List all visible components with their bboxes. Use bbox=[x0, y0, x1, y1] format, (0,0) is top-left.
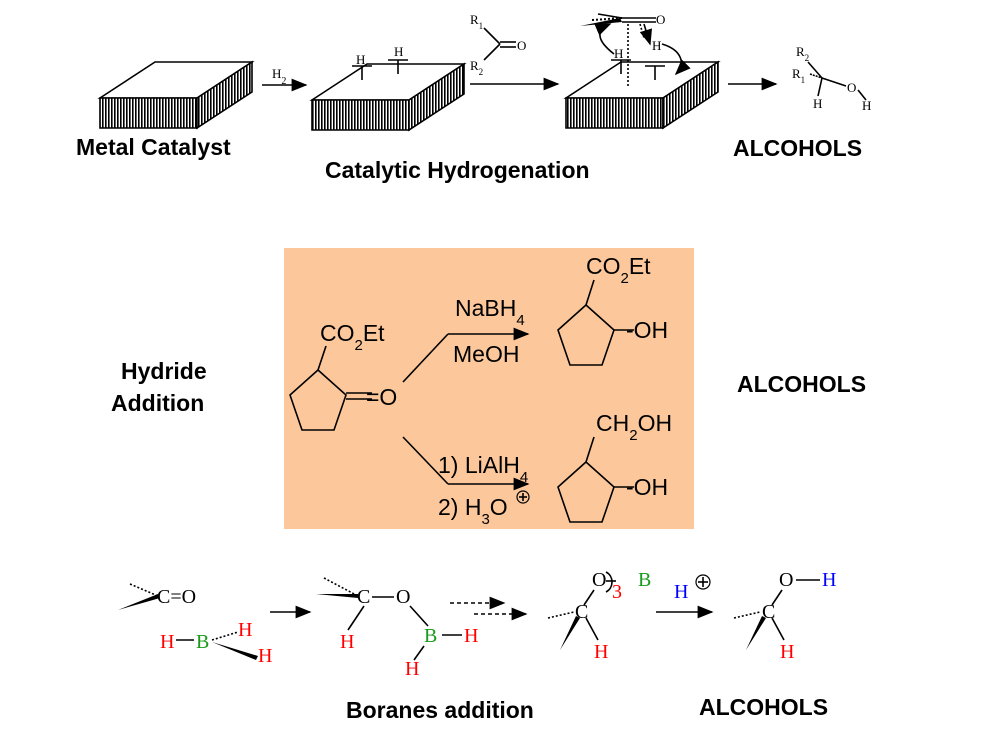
svg-text:O: O bbox=[656, 12, 665, 27]
h2-arrow: H2 bbox=[262, 66, 308, 92]
positive-charge-icon bbox=[516, 490, 530, 504]
hydride-label-line1: Hydride bbox=[121, 358, 207, 384]
svg-text:MeOH: MeOH bbox=[453, 341, 519, 367]
svg-text:R2: R2 bbox=[470, 58, 483, 77]
svg-text:C: C bbox=[762, 601, 775, 623]
svg-text:H: H bbox=[813, 96, 822, 111]
adsorbed-h-2: H bbox=[394, 44, 403, 59]
alkoxyborane-intermediate: C O H B H H bbox=[316, 577, 478, 680]
svg-text:H: H bbox=[405, 658, 419, 680]
keto-ester-substrate: CO2Et =O bbox=[289, 320, 397, 431]
svg-text:2) H3O: 2) H3O bbox=[438, 494, 508, 528]
svg-text:O: O bbox=[779, 569, 793, 591]
svg-text:1) LiAlH4: 1) LiAlH4 bbox=[438, 452, 528, 486]
h2-label: H2 bbox=[272, 66, 286, 87]
svg-text:-OH: -OH bbox=[626, 474, 668, 500]
svg-text:-OH: -OH bbox=[626, 317, 668, 343]
hydride-label-line2: Addition bbox=[111, 390, 204, 416]
three-subscript: 3 bbox=[612, 581, 622, 603]
svg-text:O: O bbox=[396, 586, 410, 608]
adsorbed-h-1: H bbox=[356, 52, 365, 67]
svg-text:H: H bbox=[822, 569, 836, 591]
svg-text:C: C bbox=[357, 586, 370, 608]
dashed-arrows bbox=[450, 596, 528, 621]
svg-text:O: O bbox=[847, 80, 856, 95]
hydride-panel bbox=[284, 248, 694, 529]
alcohols-top-label: ALCOHOLS bbox=[733, 135, 862, 161]
svg-text:O: O bbox=[592, 569, 606, 591]
nabh4-arrow: NaBH4 MeOH bbox=[402, 295, 530, 383]
svg-text:H: H bbox=[652, 38, 661, 53]
svg-text:C=O: C=O bbox=[157, 586, 196, 608]
svg-text:CO2Et: CO2Et bbox=[320, 320, 385, 354]
carbonyl-borane-reactants: C=O H B H H bbox=[118, 583, 272, 667]
metal-catalyst-slab bbox=[97, 60, 255, 130]
svg-text:H: H bbox=[614, 46, 623, 61]
svg-text:H: H bbox=[780, 641, 794, 663]
hydrogenated-slab: H H bbox=[309, 44, 467, 132]
svg-text:H: H bbox=[862, 98, 871, 113]
proton-charge-icon bbox=[695, 574, 711, 590]
svg-text:H: H bbox=[594, 641, 608, 663]
svg-text:CO2Et: CO2Et bbox=[586, 253, 651, 287]
catalytic-hydrogenation-label: Catalytic Hydrogenation bbox=[325, 157, 590, 183]
svg-text:B: B bbox=[424, 625, 437, 647]
alcohol-product-top: R2 R1 O H H bbox=[792, 44, 871, 113]
metal-catalyst-label: Metal Catalyst bbox=[76, 134, 231, 160]
svg-text:H: H bbox=[464, 625, 478, 647]
hydroxy-ester-product: CO2Et -OH bbox=[557, 253, 668, 366]
svg-text:R1: R1 bbox=[792, 66, 805, 85]
svg-text:H: H bbox=[258, 645, 272, 667]
svg-text:B: B bbox=[196, 631, 209, 653]
diol-product: CH2OH -OH bbox=[557, 410, 672, 523]
svg-text:R1: R1 bbox=[470, 12, 483, 31]
alcohols-bottom-label: ALCOHOLS bbox=[699, 694, 828, 720]
svg-text:H: H bbox=[238, 619, 252, 641]
boranes-addition-label: Boranes addition bbox=[346, 697, 534, 723]
svg-text:H: H bbox=[160, 631, 174, 653]
svg-text:O: O bbox=[517, 38, 526, 53]
svg-text:=O: =O bbox=[366, 384, 397, 410]
trialkoxyborane: O 3 B C H bbox=[547, 569, 651, 663]
ketone-reagent: R1 R2 O bbox=[470, 12, 526, 77]
alcohols-middle-label: ALCOHOLS bbox=[737, 371, 866, 397]
lialh4-arrow: 1) LiAlH4 2) H3O bbox=[402, 436, 530, 528]
svg-text:R2: R2 bbox=[796, 44, 809, 63]
svg-text:CH2OH: CH2OH bbox=[596, 410, 672, 444]
svg-text:H: H bbox=[340, 631, 354, 653]
svg-text:NaBH4: NaBH4 bbox=[455, 295, 525, 329]
alcohol-product-bottom: O H C H bbox=[733, 569, 836, 663]
svg-text:B: B bbox=[638, 569, 651, 591]
acid-workup-arrow: H bbox=[656, 574, 714, 619]
adsorbed-carbonyl-slab: O H H bbox=[563, 12, 721, 130]
svg-text:H: H bbox=[674, 581, 688, 603]
